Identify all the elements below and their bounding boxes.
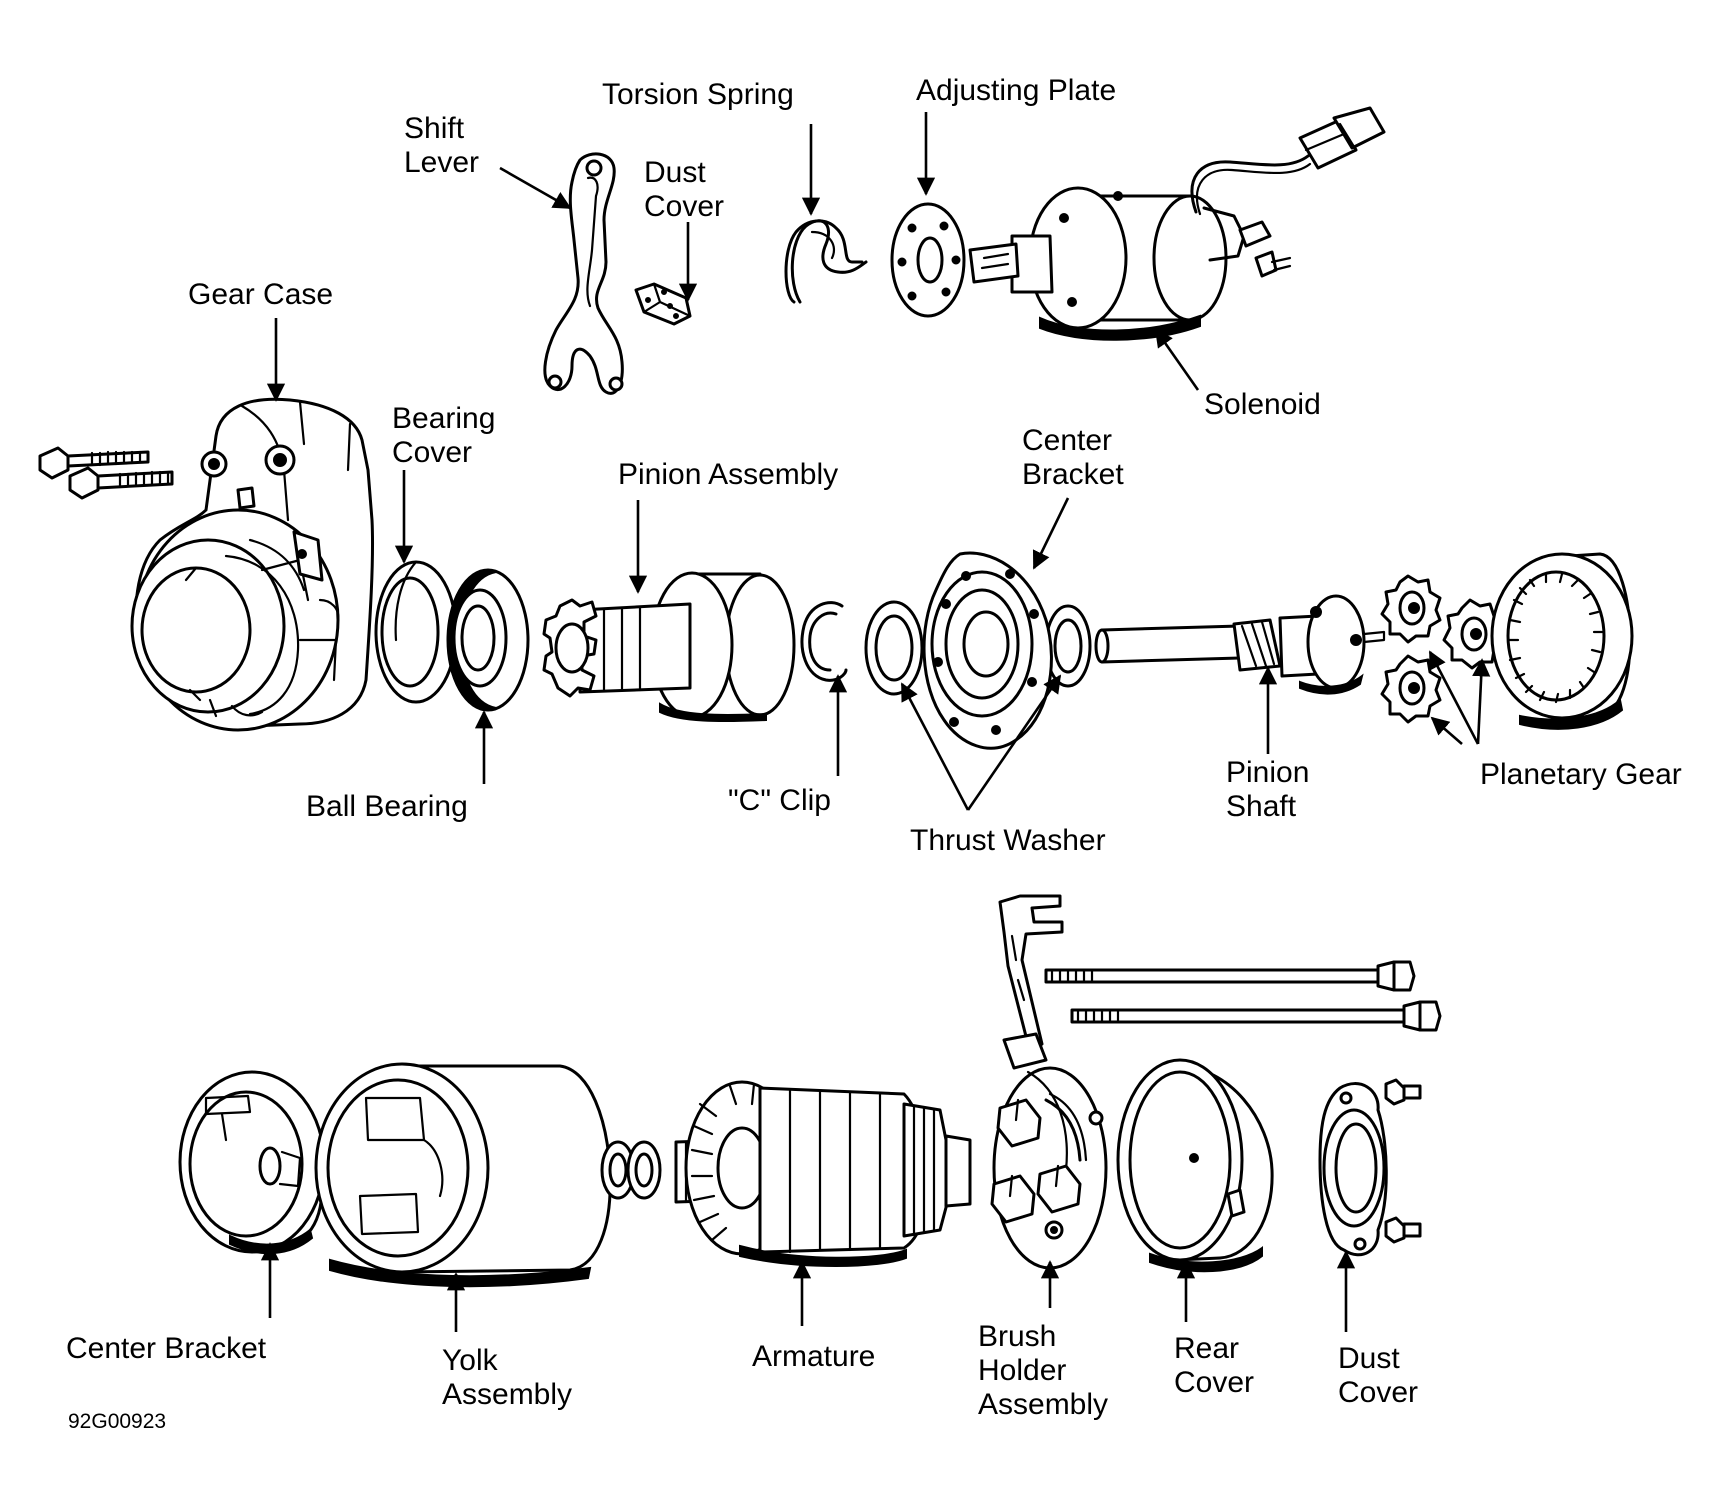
c-clip-part — [800, 601, 848, 682]
armature-part — [674, 1080, 972, 1267]
figure-code: 92G00923 — [68, 1410, 166, 1433]
label-shift-lever-2: Lever — [404, 146, 479, 179]
label-rear-cover-2: Cover — [1174, 1366, 1254, 1399]
label-yolk-assembly-1: Yolk — [442, 1344, 499, 1377]
label-shift-lever-1: Shift — [404, 112, 465, 145]
label-dust-cover-bottom-2: Cover — [1338, 1376, 1418, 1409]
ball-bearing-part — [446, 568, 530, 712]
label-center-bracket-bottom: Center Bracket — [66, 1332, 267, 1365]
shift-lever-part — [543, 152, 624, 395]
solenoid-part — [968, 106, 1386, 341]
label-planetary-gear: Planetary Gear — [1480, 758, 1682, 791]
torsion-spring-part — [784, 219, 868, 304]
label-brush-holder-3: Assembly — [978, 1388, 1108, 1421]
planetary-gear-part — [1380, 552, 1634, 730]
pinion-shaft-part — [1094, 594, 1386, 695]
center-bracket-top-part — [922, 551, 1053, 750]
label-brush-holder-1: Brush — [978, 1320, 1056, 1353]
label-thrust-washer: Thrust Washer — [910, 824, 1106, 857]
dust-cover-top-part — [634, 282, 692, 326]
label-adjusting-plate: Adjusting Plate — [916, 74, 1116, 107]
brush-holder-assembly-part — [990, 894, 1108, 1270]
leader-arrows — [260, 112, 1491, 1332]
pinion-assembly-part — [542, 571, 796, 723]
adjusting-plate-part — [890, 202, 966, 318]
bearing-cover-part — [374, 560, 458, 704]
label-center-bracket-top-1: Center — [1022, 424, 1112, 457]
label-torsion-spring: Torsion Spring — [602, 78, 794, 111]
label-center-bracket-top-2: Bracket — [1022, 458, 1124, 491]
through-bolts-part — [1044, 960, 1442, 1032]
label-solenoid: Solenoid — [1204, 388, 1321, 421]
dust-cover-bottom-part — [1318, 1078, 1422, 1257]
gear-case-bolts-part — [38, 446, 174, 500]
rear-cover-part — [1116, 1058, 1274, 1273]
label-dust-cover-top-2: Cover — [644, 190, 724, 223]
gear-case-part — [130, 397, 375, 732]
label-c-clip: "C" Clip — [728, 784, 831, 817]
label-armature: Armature — [752, 1340, 875, 1373]
label-pinion-shaft-2: Shaft — [1226, 790, 1297, 823]
armature-washers-part — [600, 1140, 662, 1200]
label-pinion-shaft-1: Pinion — [1226, 756, 1309, 789]
label-pinion-assembly: Pinion Assembly — [618, 458, 838, 491]
label-yolk-assembly-2: Assembly — [442, 1378, 572, 1411]
label-brush-holder-2: Holder — [978, 1354, 1066, 1387]
label-bearing-cover-2: Cover — [392, 436, 472, 469]
label-rear-cover-1: Rear — [1174, 1332, 1239, 1365]
yolk-assembly-part — [314, 1062, 612, 1288]
label-dust-cover-bottom-1: Dust — [1338, 1342, 1400, 1375]
label-dust-cover-top-1: Dust — [644, 156, 706, 189]
label-gear-case: Gear Case — [188, 278, 333, 311]
center-bracket-bottom-part — [178, 1070, 326, 1255]
label-bearing-cover-1: Bearing — [392, 402, 495, 435]
label-ball-bearing: Ball Bearing — [306, 790, 468, 823]
